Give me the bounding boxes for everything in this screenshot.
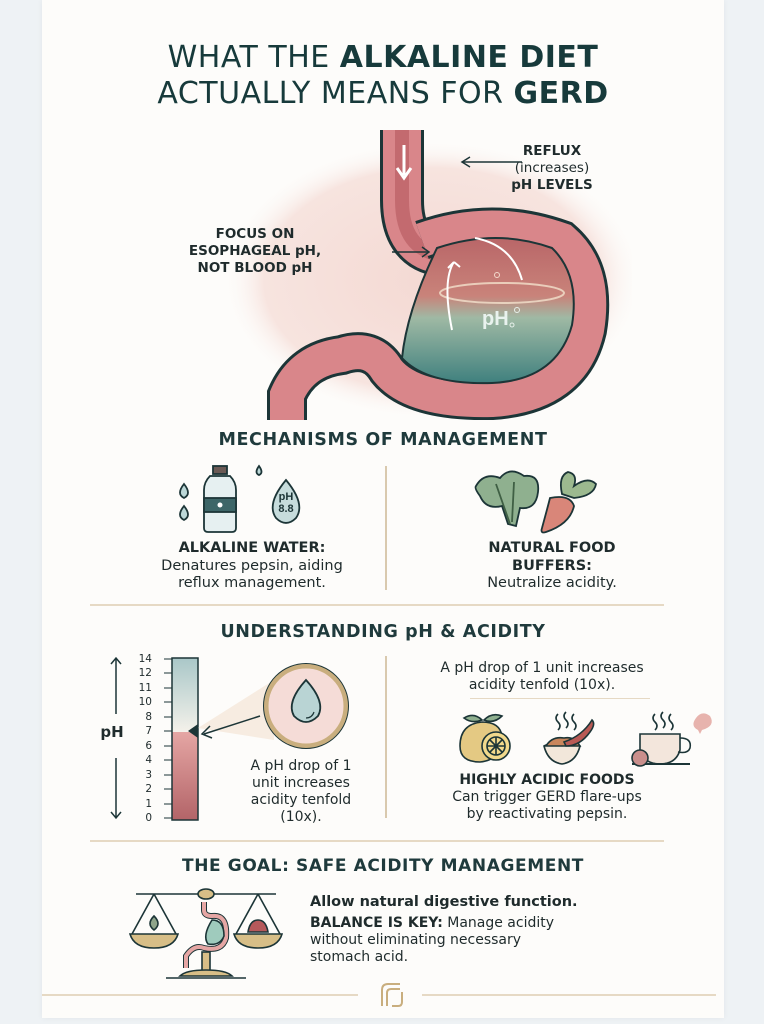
drop-note-line4: (10x). — [280, 809, 322, 825]
stomach-illustration: pH — [222, 130, 632, 420]
tick-12: 12 — [138, 667, 152, 679]
ph-badge-line2: 8.8 — [278, 503, 293, 515]
acidic-foods-heading: HIGHLY ACIDIC FOODS — [459, 772, 635, 788]
mechanisms-divider — [385, 466, 387, 590]
right-note-underline — [470, 698, 650, 699]
callout-focus-line3: NOT BLOOD pH — [197, 260, 313, 276]
ph-badge-line1: pH — [279, 491, 294, 503]
food-buffers-text1: Neutralize acidity. — [487, 575, 617, 591]
tick-4: 4 — [145, 754, 152, 766]
drop-note-line2: unit increases — [252, 775, 350, 791]
understanding-divider — [385, 656, 387, 818]
title-line1-plain: WHAT THE — [167, 40, 340, 75]
mechanisms-title: MECHANISMS OF MANAGEMENT — [218, 430, 548, 450]
title-line2-plain: ACTUALLY MEANS FOR — [157, 76, 514, 111]
brand-logo-icon — [381, 983, 403, 1007]
acidic-foods-label: HIGHLY ACIDIC FOODS Can trigger GERD fla… — [402, 772, 692, 823]
page-title: WHAT THE ALKALINE DIET ACTUALLY MEANS FO… — [42, 40, 724, 112]
drop-note-line1: A pH drop of 1 — [250, 758, 352, 774]
infographic-panel: WHAT THE ALKALINE DIET ACTUALLY MEANS FO… — [42, 0, 724, 1018]
callout-focus-line2: ESOPHAGEAL pH, — [188, 243, 322, 259]
callout-reflux: REFLUX (increases) pH LEVELS — [482, 143, 622, 194]
up-arrow-icon — [110, 656, 122, 714]
vegetables-icon — [474, 470, 597, 534]
drop-note: A pH drop of 1 unit increases acidity te… — [226, 758, 376, 826]
alkaline-water-text2: reflux management. — [178, 575, 326, 591]
callout-focus: FOCUS ON ESOPHAGEAL pH, NOT BLOOD pH — [160, 226, 350, 277]
goal-balance-bold: BALANCE IS KEY: — [310, 915, 443, 931]
stomach-ph-label: pH — [482, 308, 509, 330]
alkaline-water-label: ALKALINE WATER: Denatures pepsin, aiding… — [122, 540, 382, 593]
food-buffers-heading2: BUFFERS: — [512, 557, 592, 574]
goal-line4: stomach acid. — [310, 949, 409, 965]
callout-reflux-line1: REFLUX — [522, 143, 582, 159]
callout-focus-line1: FOCUS ON — [215, 226, 295, 242]
right-note: A pH drop of 1 unit increases acidity te… — [392, 660, 692, 694]
callout-reflux-line3: pH LEVELS — [511, 177, 593, 193]
section-divider-1 — [90, 604, 664, 606]
ph-scale — [110, 656, 199, 821]
title-line2-bold: GERD — [513, 76, 609, 111]
balance-scale-icon — [128, 888, 284, 979]
tick-2: 2 — [145, 783, 152, 795]
tick-3: 3 — [145, 769, 152, 781]
goal-line1: Allow natural digestive function. — [310, 894, 578, 910]
tick-11: 11 — [138, 682, 152, 694]
right-note-line2: acidity tenfold (10x). — [468, 677, 616, 693]
tick-6: 6 — [145, 740, 152, 752]
tick-7: 7 — [145, 725, 152, 737]
tick-0: 0 — [145, 812, 152, 824]
tick-1: 1 — [145, 798, 152, 810]
goal-title: THE GOAL: SAFE ACIDITY MANAGEMENT — [182, 856, 584, 876]
title-line1-bold: ALKALINE DIET — [339, 40, 599, 75]
marker-icon — [188, 724, 198, 738]
down-arrow-icon — [110, 758, 122, 820]
ph-axis-label: pH — [100, 723, 124, 741]
acidic-foods-icon — [459, 711, 712, 767]
alkaline-water-text1: Denatures pepsin, aiding — [161, 557, 343, 574]
alkaline-water-heading: ALKALINE WATER: — [178, 540, 326, 556]
acidic-foods-text2: by reactivating pepsin. — [466, 806, 628, 822]
right-note-line1: A pH drop of 1 unit increases — [440, 660, 644, 676]
footer-line-left — [42, 994, 358, 996]
acidic-foods-text1: Can trigger GERD flare-ups — [452, 789, 642, 805]
footer-line-right — [422, 994, 716, 996]
drop-note-line3: acidity tenfold — [250, 792, 352, 808]
goal-balance-text: Manage acidity — [442, 915, 555, 931]
food-buffers-heading1: NATURAL FOOD — [488, 540, 616, 556]
droplet-magnifier-icon — [198, 663, 349, 749]
tick-14: 14 — [138, 653, 152, 665]
understanding-title: UNDERSTANDING pH & ACIDITY — [220, 622, 546, 642]
tick-10: 10 — [138, 696, 152, 708]
callout-reflux-line2: (increases) — [514, 160, 590, 176]
goal-text: Allow natural digestive function. BALANC… — [310, 894, 710, 966]
section-divider-2 — [90, 840, 664, 842]
water-bottle-icon: pH 8.8 — [179, 464, 301, 533]
tick-8: 8 — [145, 711, 152, 723]
goal-line3: without eliminating necessary — [310, 932, 522, 948]
food-buffers-label: NATURAL FOOD BUFFERS: Neutralize acidity… — [422, 540, 682, 593]
